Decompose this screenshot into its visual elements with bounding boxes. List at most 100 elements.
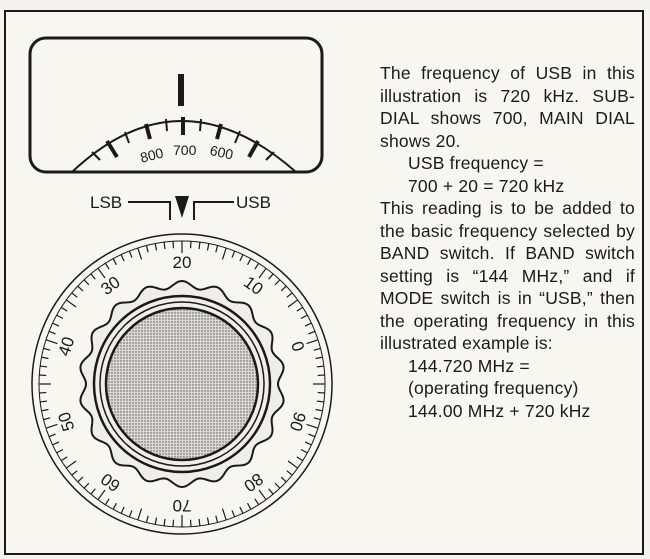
dial-tick (304, 441, 312, 446)
dial-tick (52, 322, 60, 327)
dial-tick (306, 423, 319, 429)
dial-tick (112, 258, 118, 266)
usb-equation: USB frequency = 700 + 20 = 720 kHz (380, 152, 635, 197)
dial-tick (221, 247, 227, 260)
dial-numeral-70: 70 (173, 496, 192, 515)
dial-tick (239, 506, 244, 514)
dial-tick (280, 285, 287, 292)
dial-tick (40, 365, 48, 368)
dial-tick (315, 408, 323, 412)
dial-tick (65, 460, 77, 469)
dial-tick (45, 339, 58, 345)
dial-numeral-90: 90 (286, 410, 310, 434)
usb-equation-line-1: USB frequency = (408, 153, 544, 173)
dial-tick (56, 314, 64, 320)
dial-tick (239, 254, 244, 262)
dial-tick (128, 510, 133, 518)
dial-tick (104, 262, 110, 270)
dial-tick (286, 292, 293, 298)
dial-tick (300, 448, 308, 454)
dial-tick (313, 417, 321, 421)
subdial-label-700: 700 (173, 142, 197, 158)
dial-tick (246, 258, 252, 266)
dial-tick (97, 489, 106, 501)
dial-tick (198, 518, 201, 526)
dial-tick (154, 517, 158, 525)
dial-tick (274, 482, 281, 489)
dial-tick (215, 515, 219, 523)
operating-equation-line-2: (operating frequency) (408, 378, 579, 398)
sideband-indicator: LSB USB (90, 193, 271, 220)
dial-tick (90, 273, 96, 280)
usb-label: USB (236, 193, 271, 212)
dial-tick (60, 306, 68, 312)
dial-knob (104, 306, 260, 462)
dial-numeral-40: 40 (54, 335, 78, 359)
dial-tick (71, 470, 78, 476)
dial-tick (287, 460, 299, 469)
dial-tick (296, 456, 304, 462)
subdial-label-800: 800 (138, 144, 165, 165)
operating-frequency-equation: 144.720 MHz = (operating frequency) 144.… (380, 355, 635, 423)
dial-tick (215, 245, 219, 253)
dial-tick (41, 356, 49, 360)
index-arrow-icon (175, 196, 189, 218)
dial-tick (306, 339, 319, 345)
dial-tick (41, 408, 49, 412)
dial-tick (206, 517, 210, 525)
subdial-label-600: 600 (209, 142, 235, 163)
dial-tick (231, 510, 236, 518)
lsb-label: LSB (90, 193, 122, 212)
dial-tick (97, 267, 106, 279)
dial-tick (316, 400, 324, 403)
dial-tick (77, 285, 84, 292)
dial-tick (83, 482, 90, 489)
dial-tick (120, 506, 125, 514)
dial-tick (90, 488, 96, 495)
dial-tick (163, 518, 166, 526)
dial-tick (43, 417, 51, 421)
dial-tick (77, 476, 84, 483)
dial-tick (304, 322, 312, 327)
dial-tick (52, 441, 60, 446)
dial-tick (137, 247, 143, 260)
dial-tick (104, 498, 110, 506)
dial-tick (286, 470, 293, 476)
dial-tick (43, 347, 51, 351)
explanation-paragraph-1: The frequency of USB in this illustratio… (380, 63, 635, 151)
dial-tick (313, 347, 321, 351)
dial-tick (71, 292, 78, 298)
dial-tick (308, 330, 316, 335)
dial-tick (280, 476, 287, 483)
dial-numeral-20: 20 (173, 253, 192, 272)
usb-equation-line-2: 700 + 20 = 720 kHz (408, 175, 565, 196)
dial-tick (258, 489, 267, 501)
dial-tick (316, 365, 324, 368)
dial-tick (206, 243, 210, 251)
dial-tick (198, 242, 201, 250)
dial-tick (45, 423, 58, 429)
dial-tick (231, 250, 236, 258)
dial-tick (112, 502, 118, 510)
dial-numeral-50: 50 (54, 410, 78, 434)
dial-tick (308, 433, 316, 438)
dial-tick (258, 267, 267, 279)
dial-tick (300, 314, 308, 320)
dial-tick (163, 242, 166, 250)
dial-tick (128, 250, 133, 258)
dial-tick (287, 299, 299, 308)
dial-tick (48, 330, 56, 335)
dial-tick (145, 515, 149, 523)
sub-dial-pointer (178, 74, 184, 106)
dial-tick (154, 243, 158, 251)
dial-tick (65, 299, 77, 308)
explanation-text: The frequency of USB in this illustratio… (380, 62, 635, 422)
explanation-paragraph-2: This reading is to be added to the basic… (380, 198, 635, 353)
dial-tick (296, 306, 304, 312)
dial-tick (56, 448, 64, 454)
operating-equation-line-3: 144.00 MHz + 720 kHz (408, 400, 591, 421)
dial-tick (40, 400, 48, 403)
dial-tick (246, 502, 252, 510)
